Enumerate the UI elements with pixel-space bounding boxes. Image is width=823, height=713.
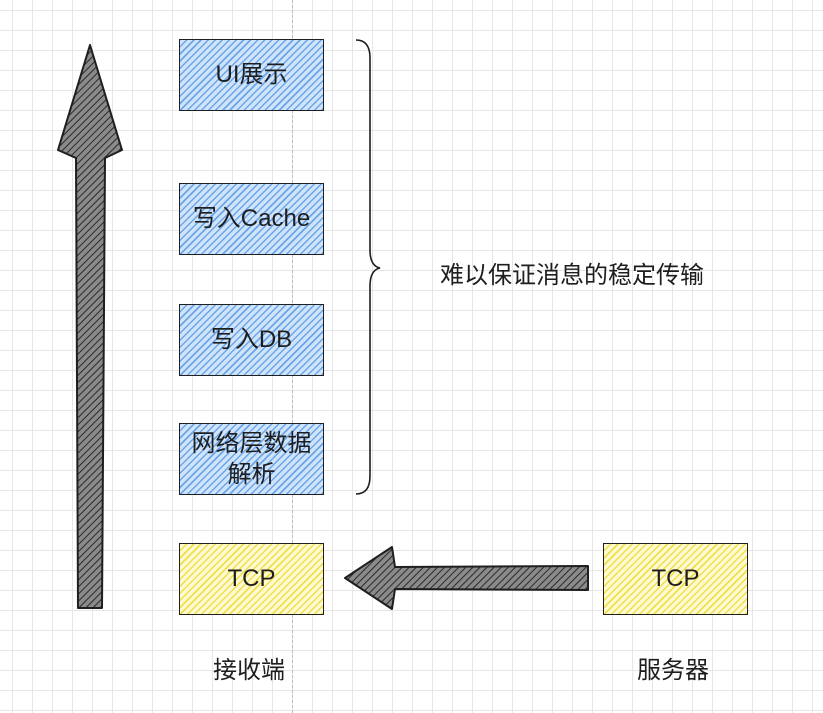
left-arrow	[344, 546, 589, 610]
layer-network-parse: 网络层数据解析	[179, 423, 324, 495]
server-tcp-label: TCP	[651, 565, 700, 593]
server-label: 服务器	[637, 657, 709, 684]
layer-write-cache: 写入Cache	[179, 183, 324, 255]
layer-ui-display-label: UI展示	[215, 61, 288, 89]
curly-brace	[355, 39, 381, 495]
client-tcp-box: TCP	[179, 543, 324, 615]
client-label: 接收端	[213, 657, 285, 684]
server-tcp-box: TCP	[603, 543, 748, 615]
unstable-transmission-note: 难以保证消息的稳定传输	[440, 262, 704, 289]
layer-write-db: 写入DB	[179, 304, 324, 376]
layer-write-db-label: 写入DB	[210, 326, 293, 354]
client-tcp-label: TCP	[227, 565, 276, 593]
layer-ui-display: UI展示	[179, 39, 324, 111]
layer-write-cache-label: 写入Cache	[192, 205, 311, 233]
upward-arrow	[57, 44, 123, 609]
layer-network-parse-label: 网络层数据解析	[191, 429, 312, 488]
